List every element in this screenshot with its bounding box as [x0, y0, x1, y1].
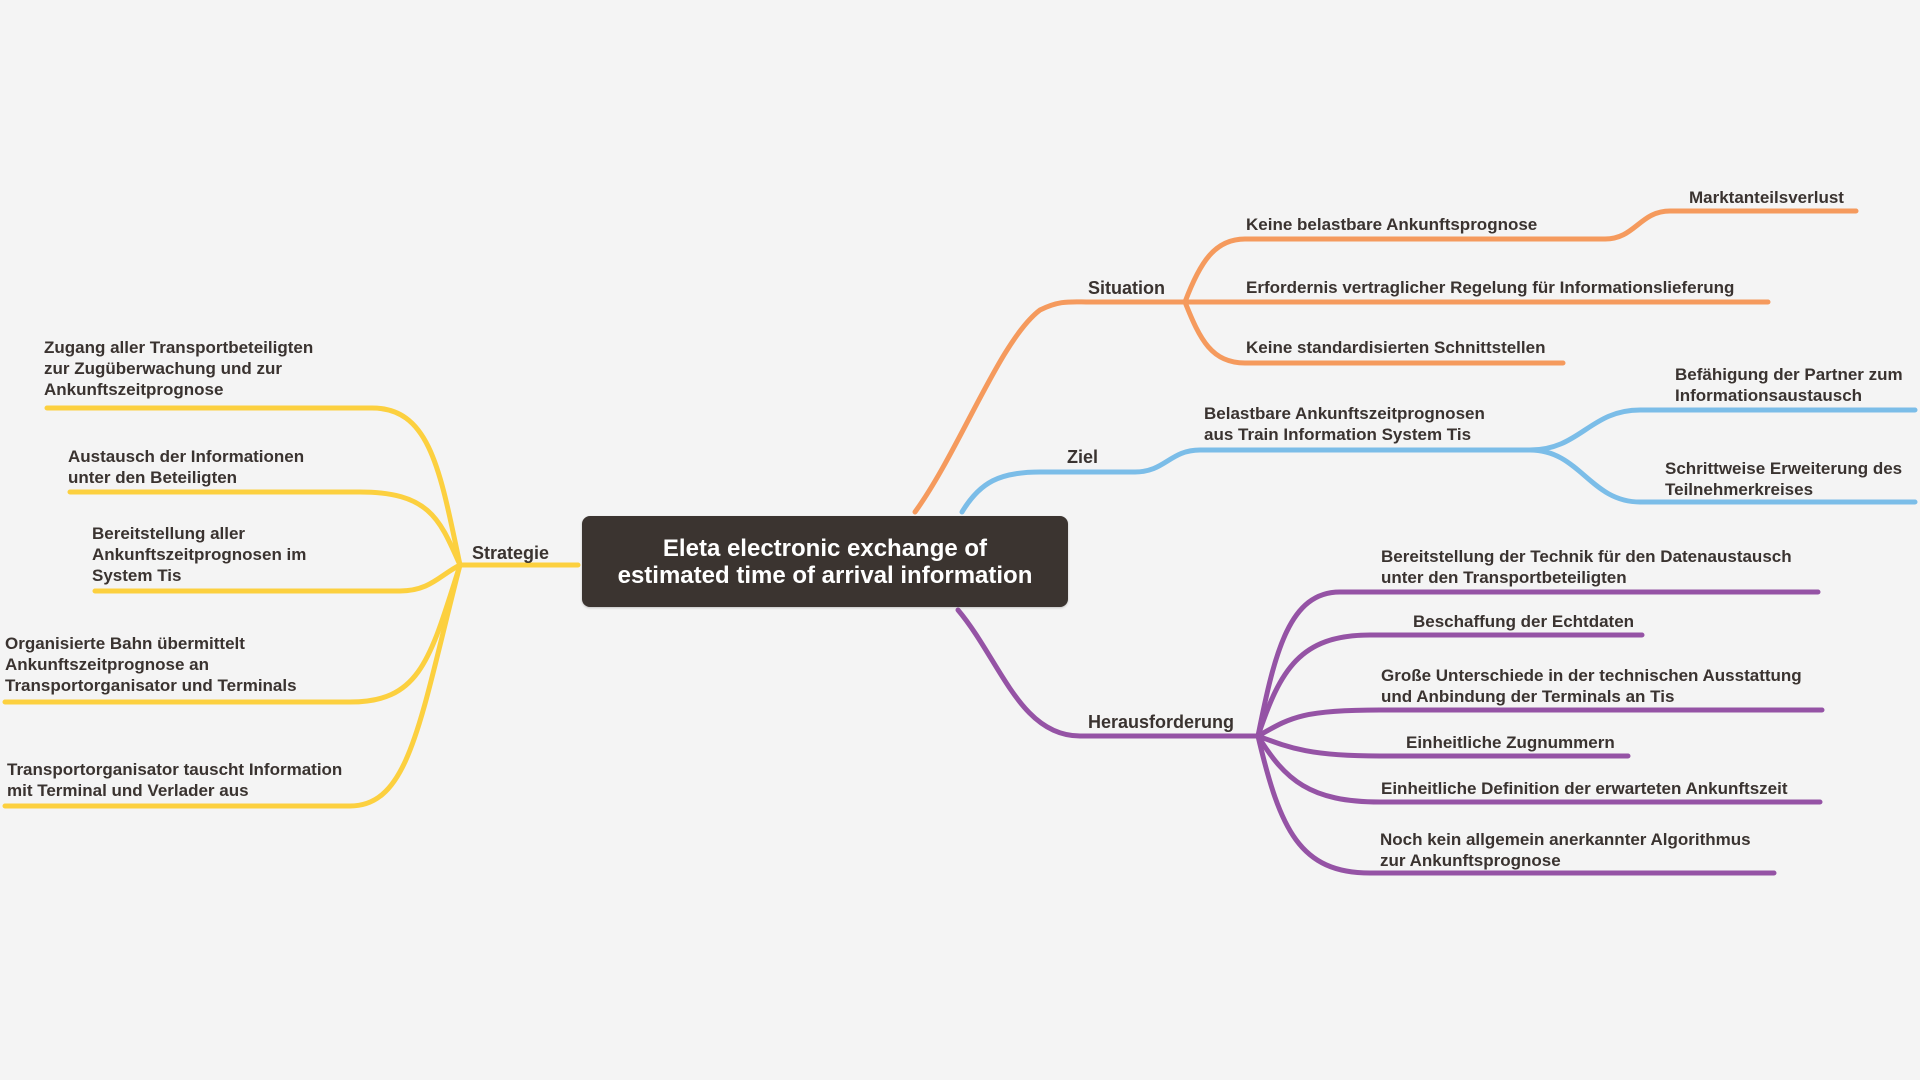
topic-keine-belastbare-ankunftsprognose[interactable]: Keine belastbare Ankunftsprognose	[1246, 215, 1538, 234]
connector-heraus-definition	[1255, 733, 1823, 805]
connector-situation-keine-prognose	[1182, 236, 1608, 305]
connector-strategie-austausch	[67, 489, 463, 568]
central-topic[interactable]: Eleta electronic exchange of estimated t…	[582, 516, 1068, 607]
herausforderung-connectors	[955, 589, 1825, 876]
topic-zugang-aller-transportbeteiligten[interactable]: Zugang aller Transportbeteiligten zur Zu…	[44, 338, 314, 399]
branch-strategie[interactable]: Strategie	[472, 543, 550, 563]
topic-befaehigung-der-partner[interactable]: Befähigung der Partner zum Informationsa…	[1675, 365, 1903, 405]
connector-heraus-echtdaten	[1255, 632, 1645, 739]
branch-ziel[interactable]: Ziel	[1067, 447, 1099, 467]
topic-beschaffung-der-echtdaten[interactable]: Beschaffung der Echtdaten	[1413, 612, 1635, 631]
connector-central-ziel	[959, 447, 1533, 515]
topic-organisierte-bahn[interactable]: Organisierte Bahn übermittelt Ankunftsze…	[5, 634, 297, 695]
connector-strategie-bereitstellung	[92, 562, 463, 594]
topic-transportorganisator-tauscht[interactable]: Transportorganisator tauscht Information…	[7, 760, 343, 800]
strategie-connectors	[2, 405, 581, 809]
connector-heraus-technik	[1255, 589, 1821, 739]
topic-bereitstellung-aller-ankunftszeitprognosen[interactable]: Bereitstellung aller Ankunftszeitprognos…	[92, 524, 307, 585]
connector-heraus-algorithmus	[1255, 733, 1777, 876]
connector-belastbare-befaehigung	[1527, 407, 1918, 453]
connector-heraus-zugnummern	[1255, 733, 1631, 759]
ziel-connectors	[959, 407, 1918, 515]
topic-noch-kein-algorithmus[interactable]: Noch kein allgemein anerkannter Algorith…	[1380, 830, 1751, 870]
topic-keine-standardisierten-schnittstellen[interactable]: Keine standardisierten Schnittstellen	[1246, 338, 1546, 357]
topic-erfordernis-vertraglicher-regelung[interactable]: Erfordernis vertraglicher Regelung für I…	[1246, 278, 1735, 297]
topic-grosse-unterschiede[interactable]: Große Unterschiede in der technischen Au…	[1381, 666, 1802, 706]
topic-einheitliche-zugnummern[interactable]: Einheitliche Zugnummern	[1406, 733, 1615, 752]
branch-herausforderung[interactable]: Herausforderung	[1088, 712, 1235, 732]
connector-strategie-transportorganisator	[2, 562, 463, 809]
connector-central-herausforderung	[955, 607, 1261, 739]
topic-einheitliche-definition[interactable]: Einheitliche Definition der erwarteten A…	[1381, 779, 1788, 798]
topic-belastbare-ankunftszeitprognosen[interactable]: Belastbare Ankunftszeitprognosen aus Tra…	[1204, 404, 1485, 444]
situation-connectors	[912, 208, 1859, 515]
topic-marktanteilsverlust[interactable]: Marktanteilsverlust	[1689, 188, 1844, 207]
branch-situation[interactable]: Situation	[1088, 278, 1165, 298]
connector-belastbare-erweiterung	[1527, 447, 1918, 505]
topic-austausch-der-informationen[interactable]: Austausch der Informationen unter den Be…	[68, 447, 305, 487]
connector-keine-prognose-marktanteil	[1602, 208, 1859, 242]
topic-schrittweise-erweiterung[interactable]: Schrittweise Erweiterung des Teilnehmerk…	[1665, 459, 1903, 499]
connector-heraus-unterschiede	[1255, 707, 1825, 739]
connector-situation-schnittstellen	[1182, 299, 1566, 366]
central-topic-title: Eleta electronic exchange of estimated t…	[617, 534, 1033, 589]
connector-strategie-zugang	[44, 405, 463, 568]
connector-central-situation	[912, 299, 1188, 515]
topic-bereitstellung-der-technik[interactable]: Bereitstellung der Technik für den Daten…	[1381, 547, 1792, 587]
